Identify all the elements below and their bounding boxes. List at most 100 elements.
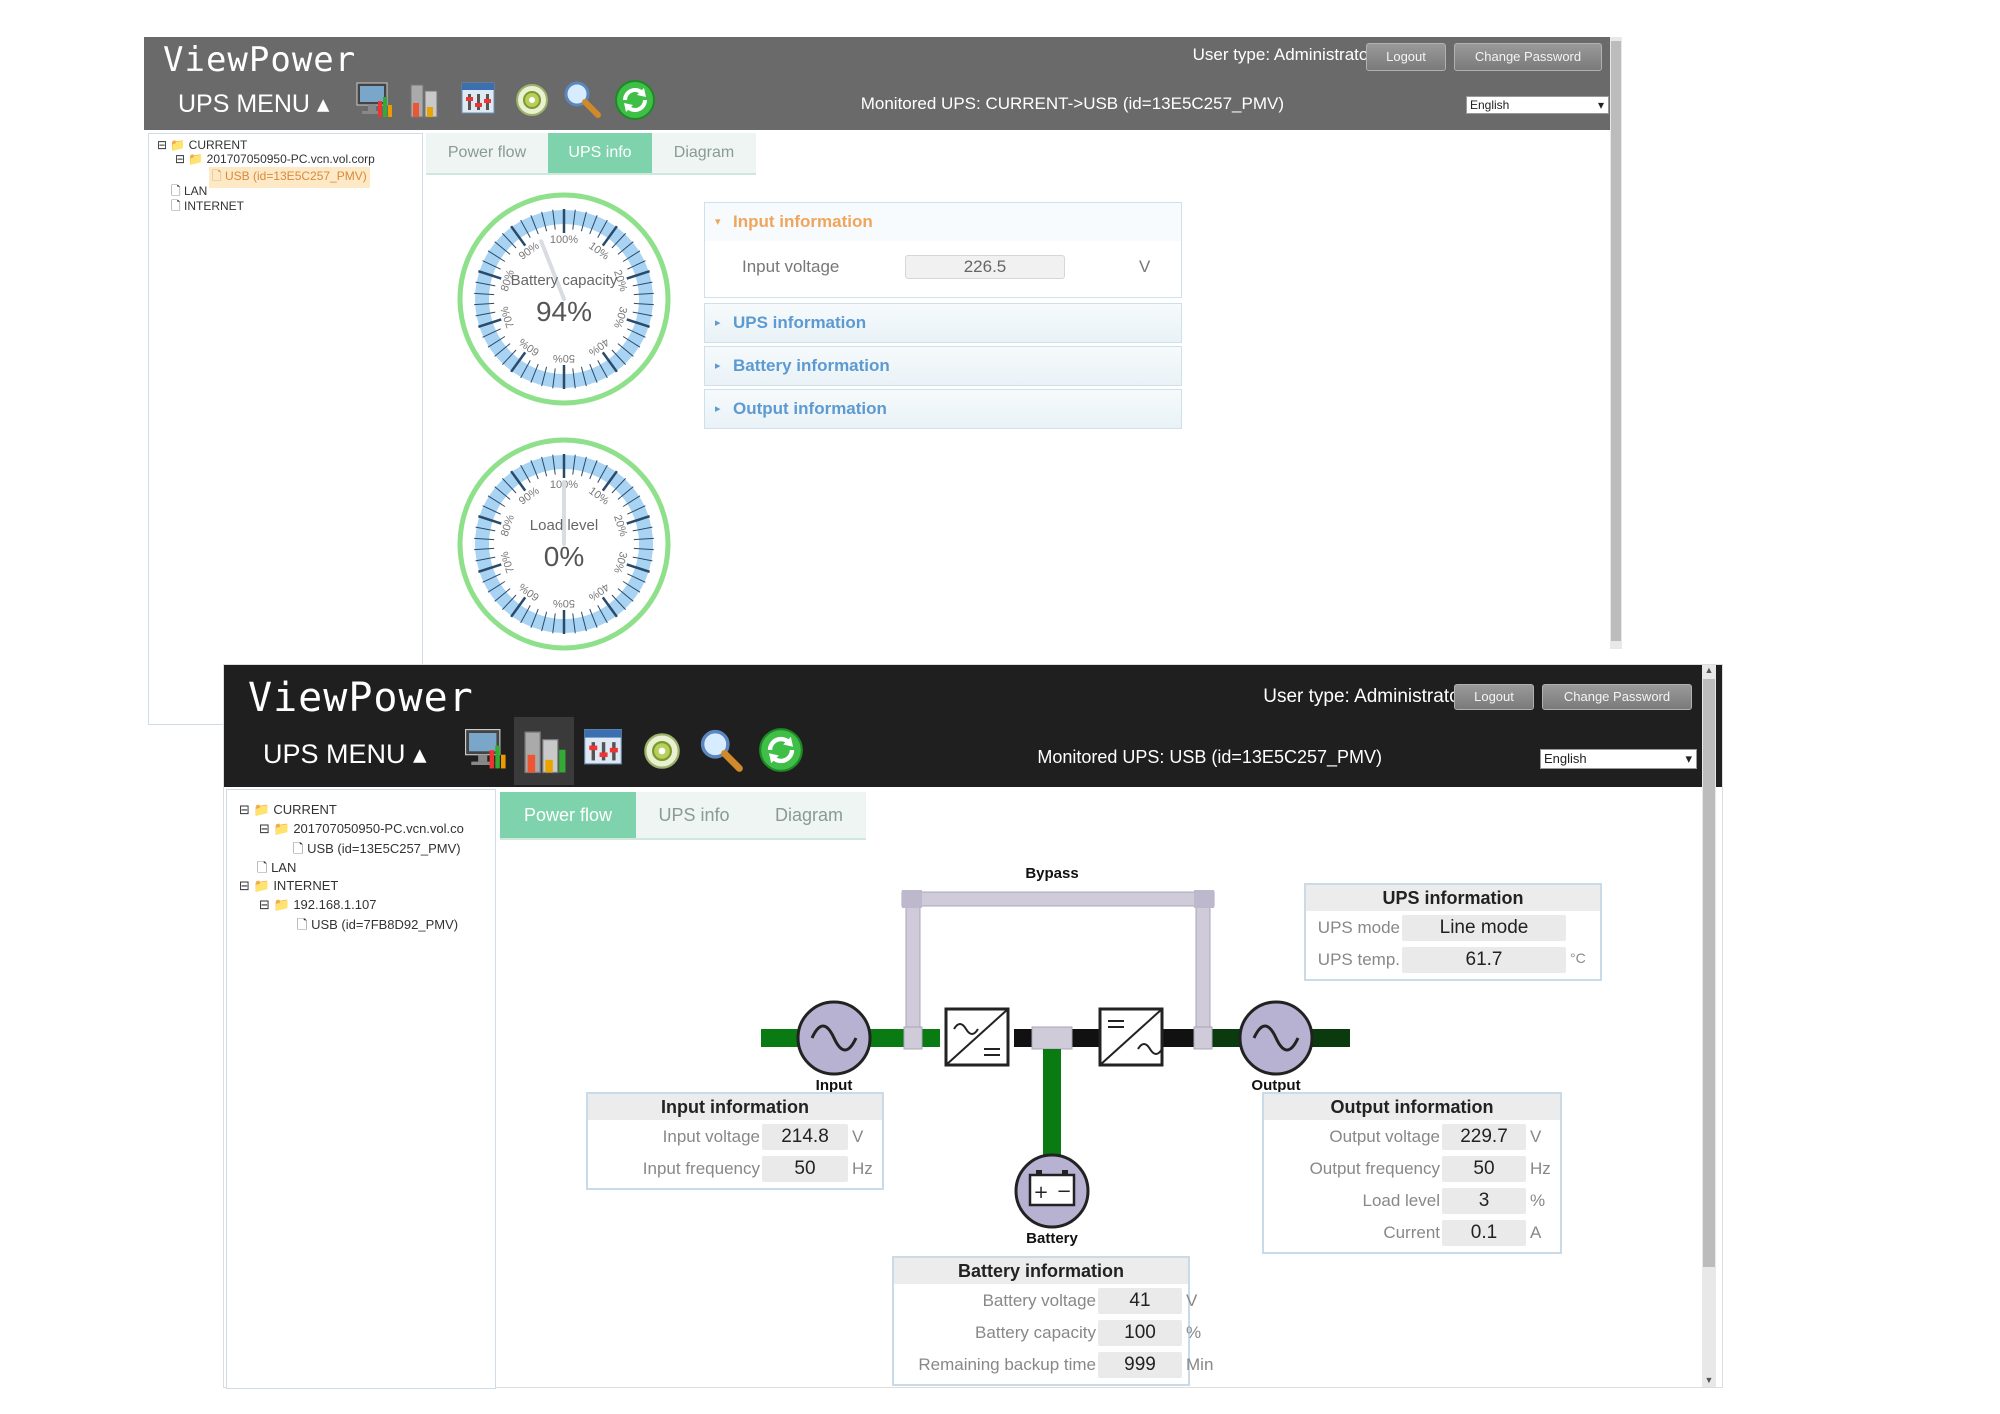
ups-temp-value: 61.7 [1402, 947, 1566, 973]
gauge-tick [474, 537, 495, 541]
gauge-tick [580, 611, 587, 632]
vertical-scrollbar[interactable] [1610, 37, 1622, 649]
battery-information-title: Battery information [894, 1258, 1188, 1284]
gauge-tick [478, 318, 502, 329]
search-icon[interactable] [562, 79, 602, 119]
language-select[interactable]: English▾ [1466, 96, 1609, 114]
logout-button[interactable]: Logout [1366, 43, 1446, 71]
change-password-button[interactable]: Change Password [1454, 43, 1602, 71]
tab-ups-info[interactable]: UPS info [658, 805, 730, 825]
tree-node-usb-selected[interactable]: 🗋 USB (id=13E5C257_PMV) [209, 167, 370, 188]
load-level-gauge: 100%10%20%30%40%50%60%70%80%90%Load leve… [457, 437, 671, 651]
gauge-tick [627, 573, 646, 583]
tree-node-current[interactable]: ⊟ 📁 CURRENT [157, 138, 248, 152]
input-label: Input [815, 1077, 853, 1094]
remaining-backup-time-value: 999 [1098, 1352, 1182, 1378]
gauge-tick [541, 211, 548, 232]
vertical-scrollbar[interactable]: ▲ ▼ [1702, 665, 1716, 1387]
gauge-tick [617, 588, 634, 602]
monitor-icon[interactable] [354, 79, 394, 121]
configuration-icon[interactable] [458, 79, 498, 121]
tree-node-internet[interactable]: 🗋 INTERNET [171, 199, 244, 213]
accordion-output-information[interactable]: ▸Output information [704, 389, 1182, 429]
caret-right-icon: ▸ [715, 317, 721, 329]
gauge-tick [474, 292, 495, 296]
output-voltage-label: Output voltage [1329, 1127, 1440, 1146]
settings-gear-icon[interactable] [514, 82, 550, 118]
gauge-tick [589, 460, 598, 480]
gauge-tick [626, 269, 650, 280]
accordion-input-information[interactable]: ▾Input information [704, 202, 1182, 242]
gauge-tick [597, 360, 608, 379]
gauge-tick [541, 456, 548, 477]
ups-devices-icon[interactable] [520, 723, 568, 779]
gauge-label: Battery capacity [511, 272, 618, 289]
accordion-ups-information[interactable]: ▸UPS information [704, 303, 1182, 343]
gauge-tick [530, 215, 539, 235]
scroll-down-arrow-icon[interactable]: ▼ [1704, 1375, 1714, 1385]
caret-right-icon: ▸ [715, 360, 721, 372]
gauge-tick [622, 336, 641, 348]
gauge-tick [597, 605, 608, 624]
tab-diagram[interactable]: Diagram [774, 805, 844, 825]
gauge-tick [487, 250, 506, 262]
tree-node-internet[interactable]: ⊟ 📁 INTERNET [239, 878, 339, 893]
logout-button[interactable]: Logout [1454, 684, 1534, 710]
gauge-tick [632, 526, 653, 532]
gauge-tick [530, 363, 539, 383]
rectifier-icon [944, 1007, 1010, 1067]
ups-menu-button[interactable]: UPS MENU ▴ [178, 90, 330, 118]
tree-node-host[interactable]: ⊟ 📁 201707050950-PC.vcn.vol.corp [175, 152, 375, 166]
gauge-tick [502, 478, 517, 494]
gauge-tick [622, 250, 641, 262]
tree-node-usb-remote[interactable]: 🗋 USB (id=7FB8D92_PMV) [297, 917, 459, 932]
ups-menu-button[interactable]: UPS MENU ▴ [263, 739, 427, 769]
gauge-tick [482, 573, 501, 583]
configuration-icon[interactable] [580, 725, 626, 773]
header-bar: ViewPower UPS MENU ▴ User type: Administ… [144, 37, 1622, 130]
gauge-tick [474, 547, 495, 551]
input-information-title: Input information [588, 1094, 882, 1120]
battery-information-box: Battery information Battery voltage 41 V… [892, 1256, 1213, 1386]
tree-node-host[interactable]: ⊟ 📁 201707050950-PC.vcn.vol.co [259, 821, 464, 836]
tree-node-usb-current[interactable]: 🗋 USB (id=13E5C257_PMV) [293, 841, 461, 856]
tab-diagram[interactable]: Diagram [673, 144, 735, 161]
tab-ups-info[interactable]: UPS info [548, 133, 652, 173]
gauge-label: Load level [530, 517, 598, 534]
tree-node-lan[interactable]: 🗋 LAN [257, 860, 297, 875]
gauge-tick [530, 460, 539, 480]
battery-label: Battery [1026, 1230, 1078, 1247]
tree-node-ip-host[interactable]: ⊟ 📁 192.168.1.107 [259, 897, 377, 912]
gauge-tick [597, 464, 608, 483]
refresh-icon[interactable] [614, 79, 656, 121]
window-power-flow: ViewPower UPS MENU ▴ User type: Administ… [224, 665, 1722, 1389]
gauge-tick [572, 368, 576, 389]
ups-devices-icon[interactable] [407, 79, 445, 121]
language-value: English [1470, 98, 1510, 112]
gauge-tick [617, 486, 634, 500]
output-voltage-value: 229.7 [1442, 1124, 1526, 1150]
gauge-tick [530, 608, 539, 628]
tab-power-flow[interactable]: Power flow [447, 144, 527, 161]
gauge-tick-label: 50% [553, 597, 575, 609]
gauge-tick [611, 349, 626, 365]
gauge-tick [482, 328, 501, 338]
tab-power-flow[interactable]: Power flow [500, 792, 636, 838]
language-select[interactable]: English▾ [1540, 749, 1697, 769]
monitor-icon[interactable] [462, 725, 508, 773]
gauge-tick [633, 537, 654, 541]
tab-bar: Power flow UPS info Diagram [426, 133, 756, 175]
change-password-button[interactable]: Change Password [1542, 684, 1692, 710]
accordion-battery-information[interactable]: ▸Battery information [704, 346, 1182, 386]
tree-node-lan[interactable]: 🗋 LAN [171, 184, 208, 198]
gauge-tick [611, 478, 626, 494]
tree-node-current[interactable]: ⊟ 📁 CURRENT [239, 802, 337, 817]
gauge-tick [580, 211, 587, 232]
ups-information-box: UPS information UPS mode Line mode UPS t… [1304, 883, 1602, 981]
output-frequency-value: 50 [1442, 1156, 1526, 1182]
scroll-up-arrow-icon[interactable]: ▲ [1704, 665, 1714, 675]
refresh-icon[interactable] [758, 727, 804, 773]
search-icon[interactable] [698, 727, 744, 773]
settings-gear-icon[interactable] [642, 731, 682, 771]
input-frequency-unit: Hz [852, 1159, 873, 1178]
